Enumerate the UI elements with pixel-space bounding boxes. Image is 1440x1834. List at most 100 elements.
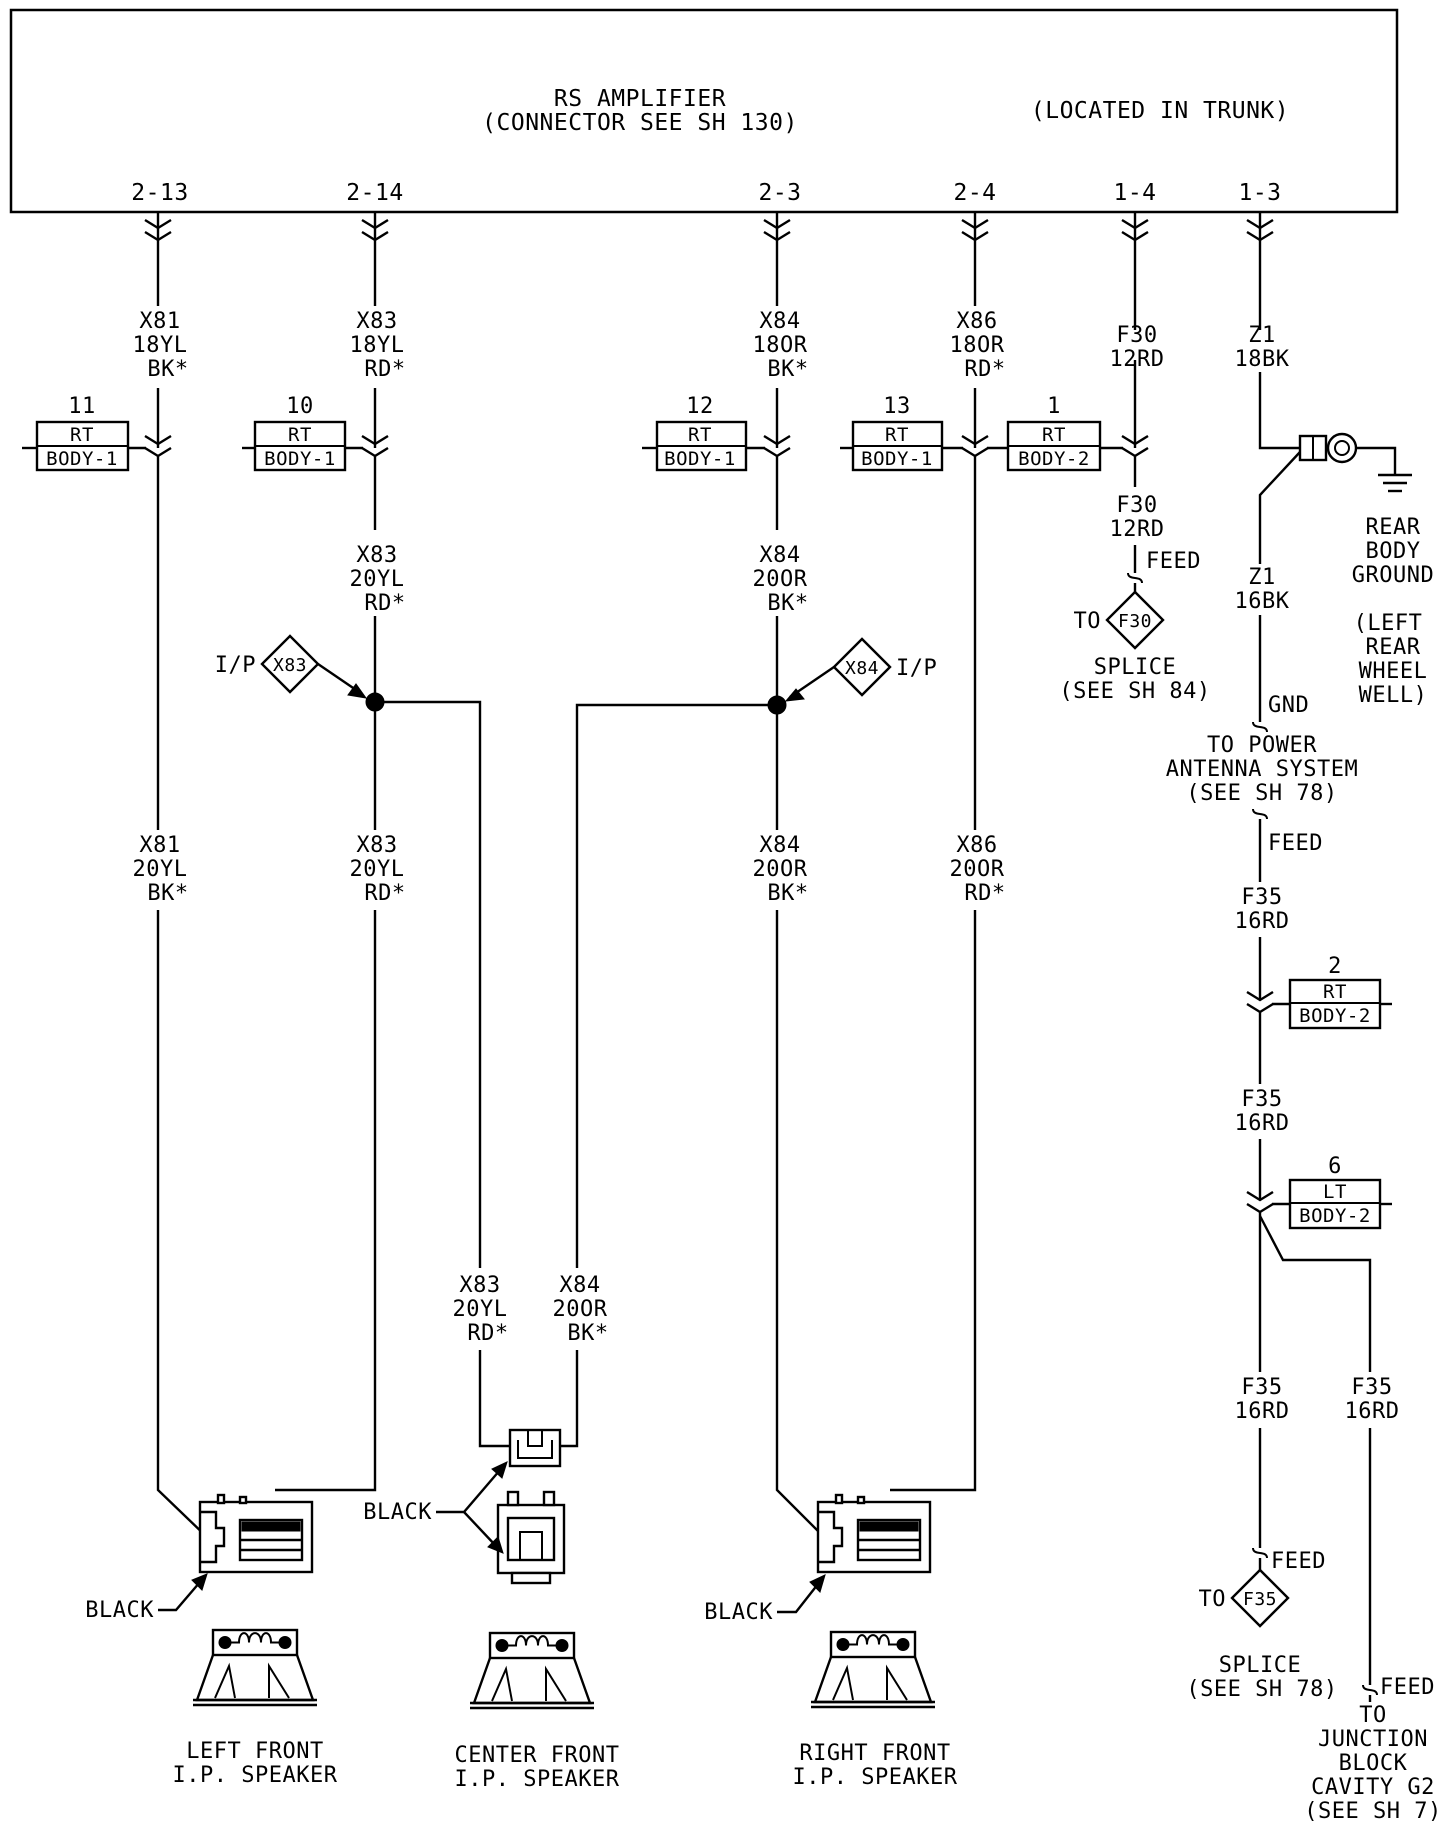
body-connector: 11 RT BODY-1 xyxy=(22,394,146,472)
wire-circuit-label: X83 xyxy=(459,1273,500,1298)
wire-circuit-label: F35 xyxy=(1241,1375,1282,1400)
wire-gauge-label: 20OR xyxy=(553,1297,608,1322)
connector-name: BODY-1 xyxy=(264,448,336,470)
wire-circuit-label: F35 xyxy=(1351,1375,1392,1400)
body-connector: 12 RT BODY-1 xyxy=(642,394,765,472)
splice-code: F30 xyxy=(1118,611,1152,632)
ground-location: WELL) xyxy=(1359,683,1428,708)
right-speaker: RIGHT FRONT I.P. SPEAKER xyxy=(793,1630,958,1790)
splice-x84: X84 I/P xyxy=(767,637,937,715)
wire-gauge-label: 16RD xyxy=(1345,1399,1400,1424)
feed-label: FEED xyxy=(1268,831,1323,856)
pin-label: 2-13 xyxy=(131,180,188,206)
connector-number: 11 xyxy=(68,394,96,419)
wire-tracer-label: RD* xyxy=(364,357,405,382)
connector-side: RT xyxy=(288,424,312,446)
wire-gauge-label: 16RD xyxy=(1235,909,1290,934)
wire-gauge-label: 20OR xyxy=(753,857,808,882)
connector-side: RT xyxy=(1042,424,1066,446)
wire-circuit-label: X84 xyxy=(759,543,800,568)
ground-location: REAR xyxy=(1366,635,1421,660)
feed-label: FEED xyxy=(1271,1549,1326,1574)
speaker-label: I.P. SPEAKER xyxy=(793,1765,958,1790)
connector-side: LT xyxy=(1323,1181,1347,1203)
splice-note: SPLICE xyxy=(1219,1653,1301,1678)
speaker-label: I.P. SPEAKER xyxy=(173,1763,338,1788)
splice-code: F35 xyxy=(1243,1589,1277,1610)
connector-name: BODY-1 xyxy=(46,448,118,470)
connector-number: 13 xyxy=(883,394,911,419)
amplifier-connector-note: (CONNECTOR SEE SH 130) xyxy=(482,110,798,136)
splice-to: TO xyxy=(1199,1587,1227,1612)
wire-circuit-label: X84 xyxy=(759,309,800,334)
wire-tracer-label: RD* xyxy=(964,357,1005,382)
connector-side: RT xyxy=(1323,981,1347,1003)
connector-color: BLACK xyxy=(85,1598,154,1623)
connector-number: 6 xyxy=(1328,1154,1342,1179)
ground-label: BODY xyxy=(1366,539,1421,564)
junction-label: JUNCTION xyxy=(1318,1727,1428,1752)
wire-gauge-label: 16RD xyxy=(1235,1399,1290,1424)
wire-tracer-label: BK* xyxy=(147,881,188,906)
connector-color: BLACK xyxy=(363,1500,432,1525)
feed-label: FEED xyxy=(1380,1675,1435,1700)
splice-location: I/P xyxy=(896,656,937,681)
pin-label: 1-3 xyxy=(1238,180,1281,206)
junction-label: BLOCK xyxy=(1339,1751,1408,1776)
splice-f35: FEED F35 TO SPLICE (SEE SH 78) xyxy=(1186,1549,1337,1702)
wire-gauge-label: 18OR xyxy=(753,333,808,358)
antenna-label: TO POWER xyxy=(1207,733,1317,758)
connector-number: 1 xyxy=(1047,394,1061,419)
connector-name: BODY-2 xyxy=(1299,1205,1371,1227)
wire-gauge-label: 18OR xyxy=(950,333,1005,358)
wire-tracer-label: RD* xyxy=(964,881,1005,906)
connector-number: 12 xyxy=(686,394,714,419)
splice-x83: X83 I/P xyxy=(215,634,385,712)
wire-tracer-label: BK* xyxy=(767,881,808,906)
antenna-label: (SEE SH 78) xyxy=(1186,781,1337,806)
wire-tracer-label: BK* xyxy=(767,591,808,616)
pin-label: 2-4 xyxy=(953,180,996,206)
wire-circuit-label: Z1 xyxy=(1248,323,1276,348)
splice-note: (SEE SH 78) xyxy=(1186,1677,1337,1702)
left-speaker-connector: BLACK xyxy=(85,1493,314,1623)
splice-f30: FEED F30 TO SPLICE (SEE SH 84) xyxy=(1059,549,1210,704)
wire-gauge-label: 20YL xyxy=(350,567,405,592)
pin-label: 2-3 xyxy=(758,180,801,206)
connector-name: BODY-1 xyxy=(861,448,933,470)
body-connector: 6 LT BODY-2 xyxy=(1272,1154,1392,1230)
splice-note: (SEE SH 84) xyxy=(1059,679,1210,704)
splice-to: TO xyxy=(1074,609,1102,634)
feed-label: FEED xyxy=(1146,549,1201,574)
wire-gauge-label: 20YL xyxy=(453,1297,508,1322)
wire-tracer-label: RD* xyxy=(364,591,405,616)
antenna-label: ANTENNA SYSTEM xyxy=(1166,757,1358,782)
wire-gauge-label: 20OR xyxy=(950,857,1005,882)
wire-tracer-label: BK* xyxy=(567,1321,608,1346)
connector-side: RT xyxy=(688,424,712,446)
pin-label: 1-4 xyxy=(1113,180,1156,206)
junction-label: TO xyxy=(1359,1703,1387,1728)
junction-label: CAVITY G2 xyxy=(1311,1775,1435,1800)
wire-circuit-label: X83 xyxy=(356,543,397,568)
wire-circuit-label: F35 xyxy=(1241,1087,1282,1112)
amplifier-location: (LOCATED IN TRUNK) xyxy=(1031,98,1289,124)
left-speaker: LEFT FRONT I.P. SPEAKER xyxy=(173,1628,338,1788)
junction-label: (SEE SH 7) xyxy=(1304,1799,1440,1824)
body-connector: 13 RT BODY-1 xyxy=(840,394,963,472)
wire-circuit-label: X86 xyxy=(956,309,997,334)
connector-number: 10 xyxy=(286,394,314,419)
wire-circuit-label: X83 xyxy=(356,309,397,334)
power-antenna-reference: GND TO POWER ANTENNA SYSTEM (SEE SH 78) … xyxy=(1166,693,1358,856)
splice-note: SPLICE xyxy=(1094,655,1176,680)
wire-gauge-label: 18YL xyxy=(350,333,405,358)
body-connector: 10 RT BODY-1 xyxy=(242,394,363,472)
connector-name: BODY-2 xyxy=(1018,448,1090,470)
splice-code: X84 xyxy=(845,658,879,679)
splice-location: I/P xyxy=(215,653,256,678)
wire-tracer-label: RD* xyxy=(467,1321,508,1346)
amplifier-box xyxy=(9,8,1399,214)
speaker-label: I.P. SPEAKER xyxy=(455,1767,620,1792)
center-speaker: CENTER FRONT I.P. SPEAKER xyxy=(455,1631,620,1792)
